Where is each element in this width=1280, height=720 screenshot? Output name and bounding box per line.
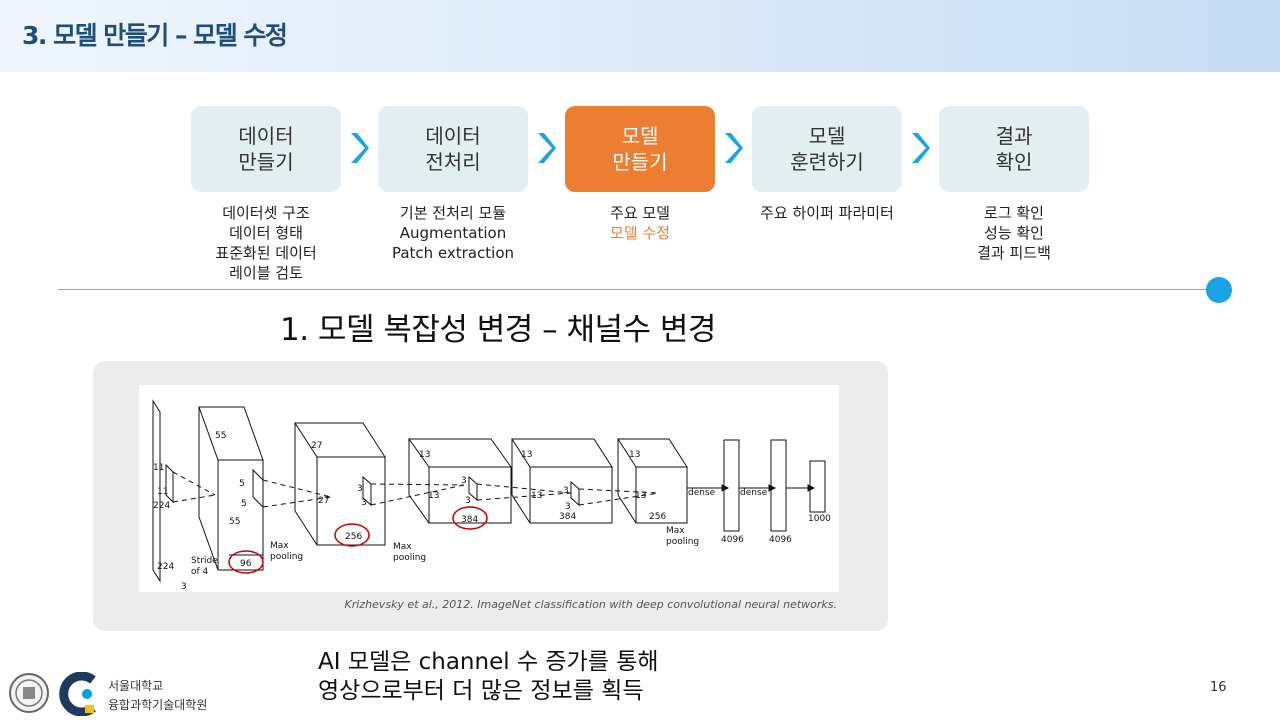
diagram-label: 13: [635, 491, 646, 501]
divider-line: [58, 289, 1218, 290]
diagram-label: pooling: [666, 537, 699, 547]
diagram-label: dense: [688, 488, 716, 498]
step-description: 데이터셋 구조 데이터 형태 표준화된 데이터 레이블 검토: [215, 204, 317, 282]
diagram-label: 3: [565, 502, 571, 512]
diagram-label: 55: [215, 431, 226, 441]
convergence-logo-icon: [59, 672, 96, 716]
step-description: 기본 전처리 모듈 Augmentation Patch extraction: [391, 204, 515, 262]
arrows: [687, 484, 816, 492]
highlight-circle: [452, 506, 488, 530]
conv4-kernel: [570, 480, 580, 507]
diagram-label: 1000: [808, 514, 831, 524]
diagram-labels: 11 11 224 224 3 Stride of 4 55 55 5 5 96…: [153, 431, 831, 592]
diagram-label: 4096: [721, 535, 744, 545]
diagram-label: 3: [357, 484, 363, 494]
conv5-front: [635, 466, 688, 524]
diagram-label: 256: [649, 512, 666, 522]
alexnet-architecture-diagram: 11 11 224 224 3 Stride of 4 55 55 5 5 96…: [139, 385, 839, 592]
step-preprocessing-box: 데이터 전처리: [378, 106, 528, 192]
step-model-training-box: 모델 훈련하기: [752, 106, 902, 192]
diagram-label: 11: [157, 487, 168, 497]
highlight-circle: [228, 550, 264, 574]
diagram-label: 3: [563, 486, 569, 496]
projection-lines: [172, 471, 660, 508]
diagram-label: 13: [531, 491, 542, 501]
conv4-front: [529, 466, 613, 524]
diagram-label: 96: [240, 559, 252, 569]
diagram-label: 4096: [769, 535, 792, 545]
header-bar: 3. 모델 만들기 – 모델 수정: [0, 0, 1280, 72]
figure-citation: Krizhevsky et al., 2012. ImageNet classi…: [344, 598, 838, 611]
dense2-layer: [770, 439, 787, 532]
diagram-label: 3: [465, 496, 471, 506]
diagram-label: 384: [559, 512, 576, 522]
diagram-label: 27: [318, 496, 329, 506]
diagram-label: 11: [153, 463, 164, 473]
dense1-layer: [723, 439, 740, 532]
diagram-label: 224: [153, 501, 170, 511]
university-seal-icon: [9, 673, 49, 713]
diagram-label: 13: [419, 450, 430, 460]
diagram-label: of 4: [191, 567, 209, 577]
highlight-circle: [334, 523, 370, 547]
figure-caption: AI 모델은 channel 수 증가를 통해 영상으로부터 더 많은 정보를 …: [318, 649, 659, 704]
conv2-top: [294, 422, 386, 458]
conv1-kernel: [252, 468, 264, 509]
diagram-label: 5: [239, 479, 245, 489]
diagram-shapes: [152, 399, 826, 583]
page-number: 16: [1210, 680, 1227, 695]
diagram-label: 384: [461, 515, 478, 525]
diagram-label: pooling: [393, 553, 426, 563]
diagram-label: dense: [740, 488, 768, 498]
diagram-label: pooling: [270, 552, 303, 562]
footer-org-name: 서울대학교 융합과학기술대학원: [108, 679, 208, 712]
diagram-label: 13: [629, 450, 640, 460]
diagram-label: 224: [157, 562, 174, 572]
divider-dot: [1206, 277, 1232, 303]
chevron-right-icon: [351, 133, 369, 163]
diagram-label: 3: [461, 476, 467, 486]
step-data-creation-box: 데이터 만들기: [191, 106, 341, 192]
step-description: 로그 확인 성능 확인 결과 피드백: [977, 204, 1051, 262]
input-slab: [152, 399, 161, 583]
conv2-front: [316, 456, 386, 546]
diagram-label: Max: [666, 526, 685, 536]
diagram-label: Stride: [191, 556, 218, 566]
chevron-right-icon: [538, 133, 556, 163]
diagram-label: 256: [345, 532, 362, 542]
chevron-right-icon: [725, 133, 743, 163]
section-title: 1. 모델 복잡성 변경 – 채널수 변경: [280, 312, 716, 348]
chevron-right-icon: [912, 133, 930, 163]
diagram-label: 3: [181, 582, 187, 592]
diagram-label: Max: [270, 541, 289, 551]
conv1-top: [198, 406, 264, 461]
conv1-front: [217, 459, 264, 571]
page-title: 3. 모델 만들기 – 모델 수정: [22, 21, 288, 50]
step-model-building-box: 모델 만들기: [565, 106, 715, 192]
step-description: 주요 하이퍼 파라미터: [760, 204, 894, 222]
diagram-label: 27: [311, 441, 322, 451]
diagram-label: 13: [428, 491, 439, 501]
highlight-circles: [228, 506, 488, 574]
output-layer: [809, 460, 826, 513]
step-description: 주요 모델 모델 수정: [610, 204, 670, 242]
alexnet-diagram-svg: 11 11 224 224 3 Stride of 4 55 55 5 5 96…: [152, 399, 831, 592]
diagram-label: Max: [393, 542, 412, 552]
diagram-label: 13: [521, 450, 532, 460]
step-result-check-box: 결과 확인: [939, 106, 1089, 192]
diagram-label: 3: [361, 498, 367, 508]
conv3-front: [428, 466, 512, 524]
diagram-label: 55: [229, 517, 240, 527]
diagram-label: 5: [241, 499, 247, 509]
